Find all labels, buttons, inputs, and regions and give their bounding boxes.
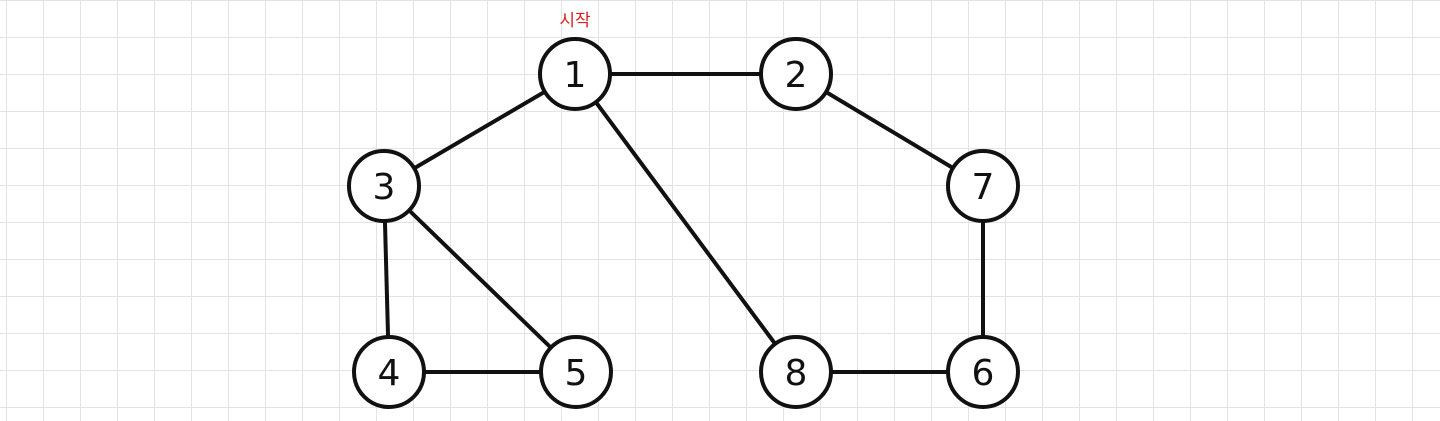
node-7: 7 (946, 149, 1020, 223)
node-label-3: 3 (373, 167, 396, 208)
node-circle-5 (539, 335, 613, 409)
node-circle-8 (759, 335, 833, 409)
node-4: 4 (352, 335, 426, 409)
node-label-7: 7 (972, 167, 995, 208)
start-label: 시작 (559, 11, 591, 31)
node-label-4: 4 (378, 353, 401, 394)
nodes-layer: 1 2 3 4 5 6 7 8 (347, 37, 1020, 409)
node-circle-4 (352, 335, 426, 409)
node-circle-6 (946, 335, 1020, 409)
node-2: 2 (759, 37, 833, 111)
edge-3-5 (382, 184, 578, 374)
node-label-8: 8 (785, 353, 808, 394)
node-6: 6 (946, 335, 1020, 409)
node-label-2: 2 (785, 55, 808, 96)
edges-layer (382, 72, 985, 374)
node-3: 3 (347, 149, 421, 223)
node-label-1: 1 (564, 55, 587, 96)
node-5: 5 (539, 335, 613, 409)
node-circle-2 (759, 37, 833, 111)
node-label-5: 5 (565, 353, 588, 394)
node-circle-3 (347, 149, 421, 223)
node-circle-1 (538, 37, 612, 111)
node-1: 1 (538, 37, 612, 111)
node-8: 8 (759, 335, 833, 409)
node-circle-7 (946, 149, 1020, 223)
edge-1-8 (573, 72, 798, 374)
node-label-6: 6 (972, 353, 995, 394)
